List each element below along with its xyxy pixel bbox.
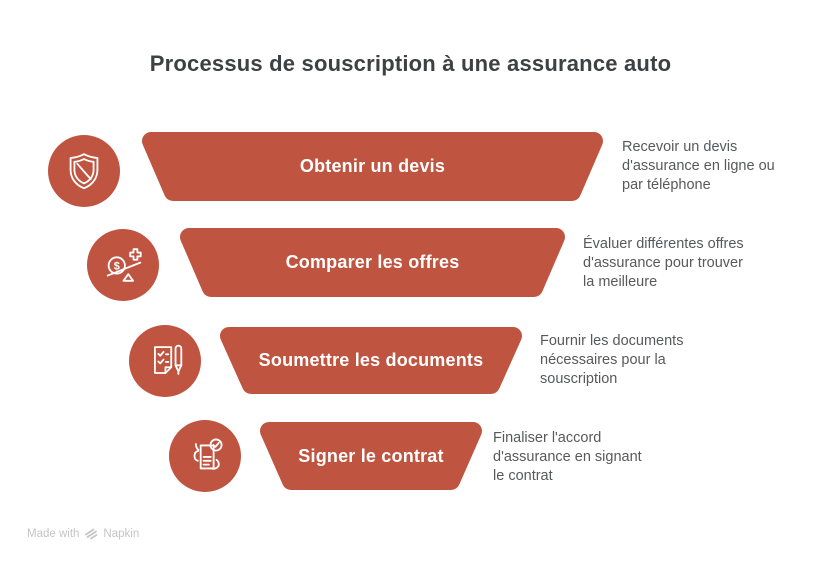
- funnel-stage-3: Soumettre les documents: [220, 327, 522, 394]
- contract-sign-icon: [169, 420, 241, 492]
- stage-label: Signer le contrat: [298, 445, 444, 466]
- svg-text:$: $: [114, 261, 120, 273]
- stage-description: Finaliser l'accord d'assurance en signan…: [493, 430, 642, 484]
- stage-label: Soumettre les documents: [258, 350, 484, 370]
- made-with-text: Made with: [27, 527, 80, 540]
- stage-description: Évaluer différentes offres d'assurance p…: [583, 236, 744, 290]
- shield-icon: [48, 135, 120, 207]
- balance-scale-icon: $: [87, 229, 159, 301]
- funnel-stage-1: Obtenir un devis: [142, 132, 603, 201]
- napkin-brand-text: Napkin: [103, 527, 140, 540]
- stage-description: Fournir les documents nécessaires pour l…: [540, 333, 684, 387]
- funnel-stage-shape: [180, 228, 565, 297]
- made-with-napkin: Made with Napkin: [27, 527, 139, 540]
- stage-description: Recevoir un devis d'assurance en ligne o…: [622, 139, 775, 193]
- stage-label: Comparer les offres: [285, 252, 460, 272]
- stage-label: Obtenir un devis: [299, 156, 446, 176]
- page-title: Processus de souscription à une assuranc…: [149, 51, 672, 76]
- funnel-stage-2: Comparer les offres: [180, 228, 565, 297]
- funnel-stage-shape: [142, 132, 603, 201]
- napkin-logo-icon: [85, 528, 98, 540]
- funnel-stage-shape: [260, 422, 482, 490]
- funnel-stage-shape: [220, 327, 522, 394]
- funnel-stage-4: Signer le contrat: [260, 422, 482, 490]
- checklist-pen-icon: [129, 325, 201, 397]
